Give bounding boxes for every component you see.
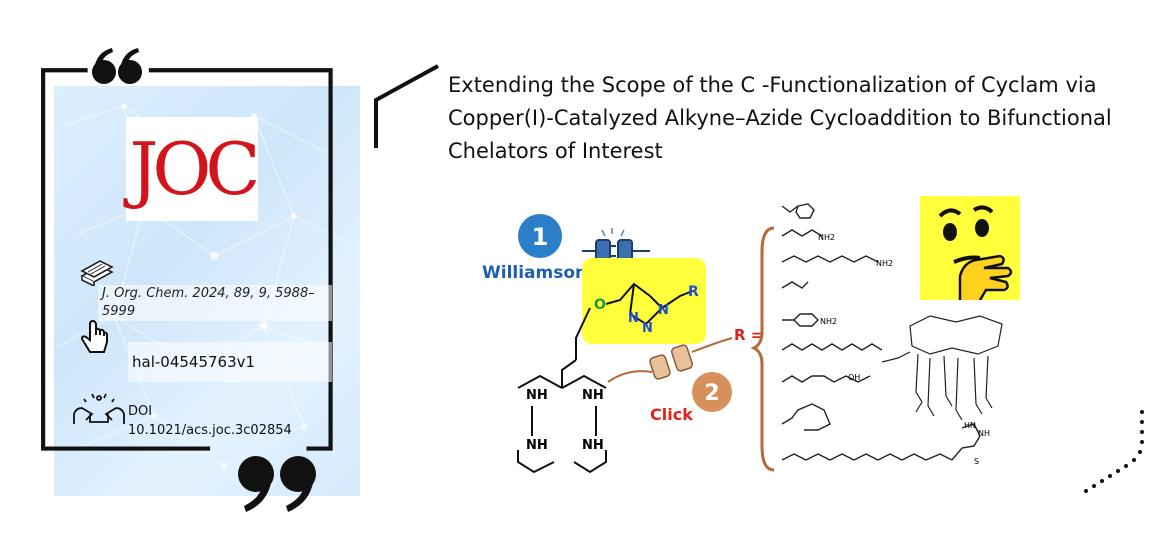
open-quote-icon (92, 48, 142, 84)
hal-identifier: hal-04545763v1 (128, 342, 332, 382)
cyclam-ring (517, 359, 607, 474)
biotin-hn: HN (964, 421, 976, 430)
doi-label: DOI (128, 404, 153, 419)
dotted-decoration (1084, 410, 1144, 493)
doi-value: 10.1021/acs.joc.3c02854 (128, 423, 292, 438)
article-title: Extending the Scope of the C -Functional… (448, 73, 1112, 163)
step2-badge (692, 372, 732, 412)
nh-4: NH (582, 438, 604, 453)
hands-share-icon (73, 393, 125, 424)
plug-icon (582, 239, 650, 263)
lipid-cluster (881, 315, 1003, 421)
nh2-label-1: NH2 (818, 233, 835, 242)
substituent-list (781, 203, 981, 461)
quote-frame (41, 68, 333, 451)
step1-badge (518, 214, 562, 258)
nh-3: NH (526, 438, 548, 453)
step1-number: 1 (532, 223, 549, 251)
speech-pointer (374, 64, 439, 148)
nh2-label-3: NH2 (820, 317, 837, 326)
book-stack-icon (80, 260, 114, 286)
hand-pointer-icon (80, 320, 108, 353)
triazole-highlight (582, 258, 706, 344)
nitrogen-2: N (642, 321, 653, 336)
doi-block: DOI 10.1021/acs.joc.3c02854 (128, 402, 328, 450)
oh-label: OH (848, 373, 860, 382)
biotin-nh: NH (978, 429, 990, 438)
biotin-s: S (974, 457, 979, 466)
r-group-bracket (750, 226, 775, 472)
nh2-label-2: NH2 (876, 259, 893, 268)
close-quote-icon (238, 456, 316, 512)
nh-2: NH (582, 388, 604, 403)
triazole-r: R (688, 284, 699, 300)
journal-logo: JOC (126, 117, 261, 221)
thinking-emoji-icon (920, 196, 1020, 300)
oxygen-atom: O (594, 297, 606, 313)
nitrogen-1: N (658, 303, 669, 318)
step1-label: Williamson (482, 263, 587, 283)
reaction-scheme: 1 Williamson O N N N R NH NH NH NH (482, 203, 1003, 474)
plug-icon (649, 344, 694, 380)
step2-number: 2 (704, 381, 719, 406)
nitrogen-3: N (628, 311, 639, 326)
nh-1: NH (526, 388, 548, 403)
journal-name: JOC (129, 127, 261, 211)
step2-label: Click (650, 405, 693, 424)
citation-text: J. Org. Chem. 2024, 89, 9, 5988–5999 (98, 285, 332, 321)
r-group-label: R = (734, 326, 763, 344)
